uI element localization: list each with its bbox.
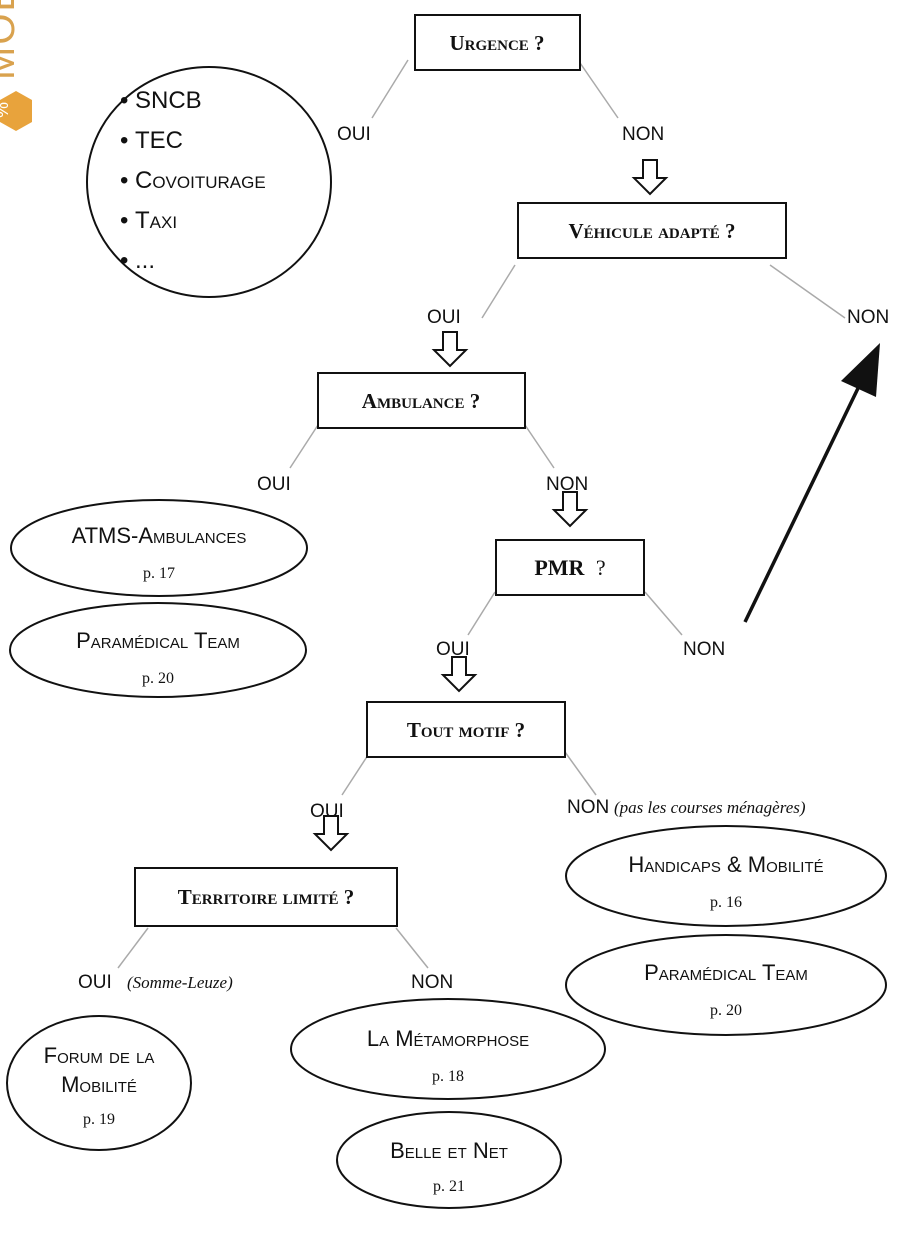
question-label: Véhicule adapté ? (568, 219, 735, 243)
down-arrow-icon (551, 491, 589, 528)
provider-page: p. 21 (433, 1178, 465, 1195)
provider-name-line1: Forum de la (44, 1043, 155, 1068)
question-label: Territoire limité ? (178, 885, 354, 909)
answer-non-vehicule: NON (847, 307, 889, 328)
question-mark: ? (596, 555, 606, 580)
provider-name: ATMS-Ambulances (72, 523, 247, 548)
bullet-icon: • (120, 207, 128, 234)
provider-handicaps: Handicaps & Mobilité p. 16 (565, 825, 887, 927)
provider-atms: ATMS-Ambulances p. 17 (10, 499, 308, 597)
answer-oui-pmr: OUI (436, 639, 470, 660)
answer-oui-tout-motif: OUI (310, 801, 344, 822)
provider-page: p. 17 (143, 565, 175, 582)
provider-paramedical-1: Paramédical Team p. 20 (9, 602, 307, 698)
transport-list: • SNCB • TEC • Covoiturage • Taxi • ... (86, 66, 332, 298)
question-label: PMR (534, 555, 585, 580)
return-arrow (743, 379, 864, 623)
down-arrows (312, 159, 669, 852)
provider-metamorphose: La Métamorphose p. 18 (290, 998, 606, 1100)
question-tout-motif: Tout motif ? (366, 701, 566, 758)
question-territoire: Territoire limité ? (134, 867, 398, 927)
svg-text:PMR ?: PMR ? (534, 555, 605, 580)
answer-oui-ambulance: OUI (257, 474, 291, 495)
down-arrow-icon (312, 815, 350, 852)
question-label: Tout motif ? (407, 718, 525, 742)
provider-name-line2: Mobilité (61, 1072, 137, 1097)
answer-non-ambulance: NON (546, 474, 588, 495)
percent-icon: % (0, 102, 12, 118)
note-somme-leuze: (Somme-Leuze) (127, 973, 233, 992)
provider-page: p. 19 (83, 1111, 115, 1128)
provider-name: Belle et Net (390, 1138, 508, 1163)
question-urgence: Urgence ? (414, 14, 581, 71)
answer-non-tout-motif: NON (567, 797, 609, 818)
provider-forum: Forum de la Mobilité p. 19 (6, 1015, 192, 1151)
question-label: Urgence ? (449, 31, 544, 55)
down-arrow-icon (631, 159, 669, 196)
transport-item: Taxi (135, 207, 177, 234)
down-arrow-icon (440, 656, 478, 693)
answer-non-urgence: NON (622, 124, 664, 145)
down-arrow-icon (431, 331, 469, 368)
connectors (117, 59, 846, 969)
provider-name: Paramédical Team (644, 960, 808, 985)
question-pmr: PMR ? (495, 539, 645, 596)
bullet-icon: • (120, 167, 128, 194)
provider-page: p. 20 (142, 670, 174, 687)
answer-oui-territoire: OUI (78, 972, 112, 993)
answer-non-pmr: NON (683, 639, 725, 660)
bullet-icon: • (120, 87, 128, 114)
question-vehicule: Véhicule adapté ? (517, 202, 787, 259)
transport-item: SNCB (135, 87, 202, 114)
provider-paramedical-2: Paramédical Team p. 20 (565, 934, 887, 1036)
transport-item: ... (135, 247, 155, 274)
question-ambulance: Ambulance ? (317, 372, 526, 429)
answer-non-territoire: NON (411, 972, 453, 993)
provider-page: p. 18 (432, 1068, 464, 1085)
provider-page: p. 16 (710, 894, 742, 911)
side-logo: MOB % (0, 0, 32, 131)
question-label: Ambulance ? (362, 389, 480, 413)
provider-name: La Métamorphose (367, 1026, 529, 1051)
bullet-icon: • (120, 247, 128, 274)
badge-icon (0, 91, 32, 131)
answer-labels: OUI NON OUI NON OUI NON OUI NON OUI NON … (78, 124, 889, 993)
provider-name: Paramédical Team (76, 628, 240, 653)
transport-item: Covoiturage (135, 167, 266, 194)
answer-oui-urgence: OUI (337, 124, 371, 145)
bullet-icon: • (120, 127, 128, 154)
note-pas-courses: (pas les courses ménagères) (614, 798, 806, 817)
transport-item: TEC (135, 127, 183, 154)
return-arrowhead-icon (841, 343, 880, 397)
side-logo-text: MOB (0, 0, 23, 80)
provider-page: p. 20 (710, 1002, 742, 1019)
answer-oui-vehicule: OUI (427, 307, 461, 328)
provider-belle-et-net: Belle et Net p. 21 (336, 1111, 562, 1209)
provider-name: Handicaps & Mobilité (628, 852, 823, 877)
